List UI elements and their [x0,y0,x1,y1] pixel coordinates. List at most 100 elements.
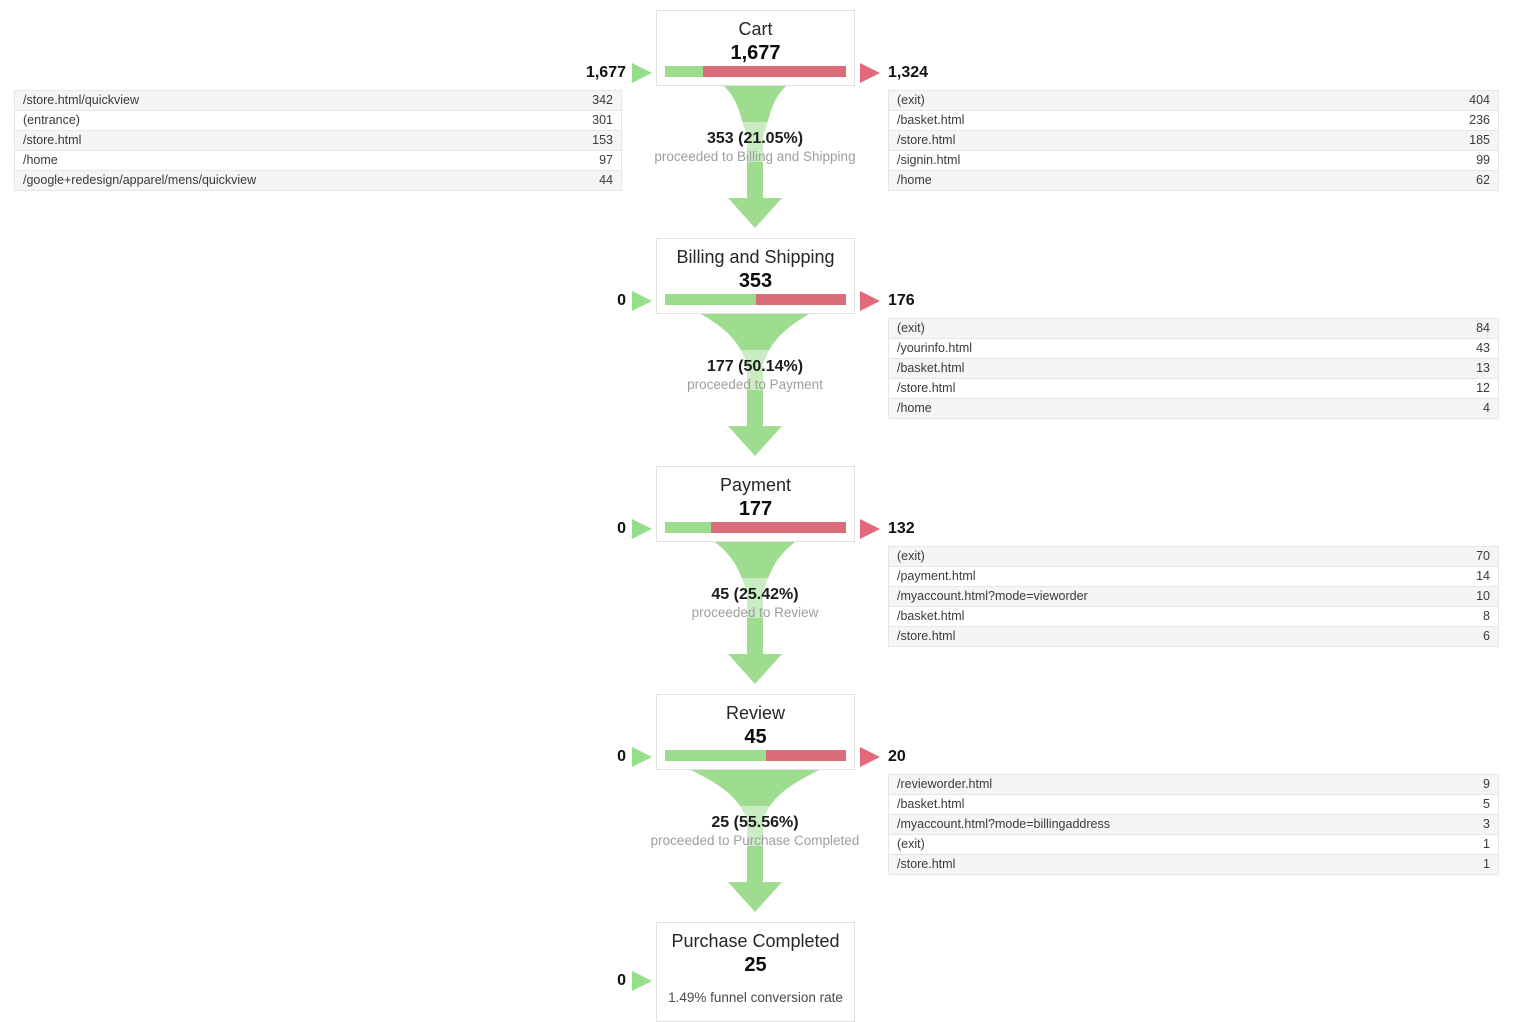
transition-count: 45 (25.42%) [711,586,799,603]
page-label: /signin.html [897,153,961,167]
page-label: /store.html [897,381,956,395]
table-row: (exit) 84 [889,318,1498,339]
entrance-arrow-icon [632,518,652,539]
page-label: /basket.html [897,113,965,127]
page-count: 301 [592,113,613,127]
transition-count: 353 (21.05%) [706,130,804,147]
table-row: (exit) 404 [889,90,1498,111]
exit-count: 1,324 [888,63,929,81]
page-label: /store.html [897,857,956,871]
bar-continued-segment [665,522,711,533]
page-label: /basket.html [897,361,965,375]
table-row: /home 97 [15,151,621,171]
page-label: /store.html [897,133,956,147]
exit-arrow-icon [860,518,880,539]
page-count: 12 [1476,381,1490,395]
page-label: (exit) [897,321,925,335]
page-label: /basket.html [897,609,965,623]
step-value: 45 [744,726,767,748]
exit-arrow-icon [860,746,880,767]
entrance-count: 0 [617,519,626,537]
page-count: 43 [1476,341,1490,355]
page-count: 342 [592,93,613,107]
page-label: /home [897,401,932,415]
bar-continued-segment [665,750,766,761]
table-row: /basket.html 8 [889,607,1498,627]
page-count: 153 [592,133,613,147]
table-row: /store.html 1 [889,855,1498,875]
page-count: 10 [1476,589,1490,603]
funnel-step-cart: Cart 1,677 [656,10,855,86]
bar-dropoff-segment [765,750,846,761]
table-row: /store.html/quickview 342 [15,90,621,111]
page-count: 70 [1476,549,1490,563]
transition-label: proceeded to Payment [687,377,823,392]
page-label: (exit) [897,549,925,563]
step-value: 353 [738,270,773,292]
bar-dropoff-segment [711,522,846,533]
exit-count: 176 [888,291,915,309]
step-progress-bar [665,294,846,305]
table-row: /store.html 12 [889,379,1498,399]
table-row: (entrance)301 [15,111,621,131]
page-label: /store.html [23,133,82,147]
transition-label: proceeded to Purchase Completed [650,833,860,848]
step-title: Purchase Completed [671,931,840,951]
entrance-count: 0 [617,291,626,309]
bar-dropoff-segment [755,294,846,305]
exit-arrow-icon [860,62,880,83]
funnel-step-purchase-completed: Purchase Completed 25 1.49% funnel convers… [656,922,855,1022]
funnel-connector [655,86,855,238]
bar-dropoff-segment [703,66,846,77]
transition-label: proceeded to Review [691,605,819,620]
page-count: 3 [1483,817,1490,831]
page-label: /revieworder.html [897,777,993,791]
transition-label: proceeded to Billing and Shipping [654,149,856,164]
page-count: 1 [1483,857,1490,871]
page-count: 62 [1476,173,1490,187]
page-count: 14 [1476,569,1490,583]
entrance-count: 1,677 [585,63,626,81]
page-count: 1 [1483,837,1490,851]
page-count: 5 [1483,797,1490,811]
step-value: 1,677 [730,42,781,64]
step-progress-bar [665,66,846,77]
table-row: /store.html 153 [15,131,621,151]
entrance-pages-table: /store.html/quickview 342 (entrance)301/st… [14,90,622,191]
step-title: Billing and Shipping [676,247,835,267]
page-count: 236 [1469,113,1490,127]
step-title: Cart [738,19,773,39]
entrance-arrow-icon [632,290,652,311]
page-count: 6 [1483,629,1490,643]
page-count: 97 [599,153,613,167]
table-row: /basket.html 236 [889,111,1498,131]
page-count: 404 [1469,93,1490,107]
page-label: (exit) [897,93,925,107]
conversion-rate-note: 1.49% funnel conversion rate [668,990,843,1005]
step-title: Payment [719,475,792,495]
page-count: 8 [1483,609,1490,623]
page-label: /store.html/quickview [23,93,140,107]
step-value: 25 [744,954,767,976]
page-label: /home [23,153,58,167]
exit-count: 20 [888,747,906,765]
step-progress-bar [665,750,846,761]
page-count: 84 [1476,321,1490,335]
table-row: (exit) 70 [889,546,1498,567]
page-label: /myaccount.html?mode=billingaddress [897,817,1110,831]
